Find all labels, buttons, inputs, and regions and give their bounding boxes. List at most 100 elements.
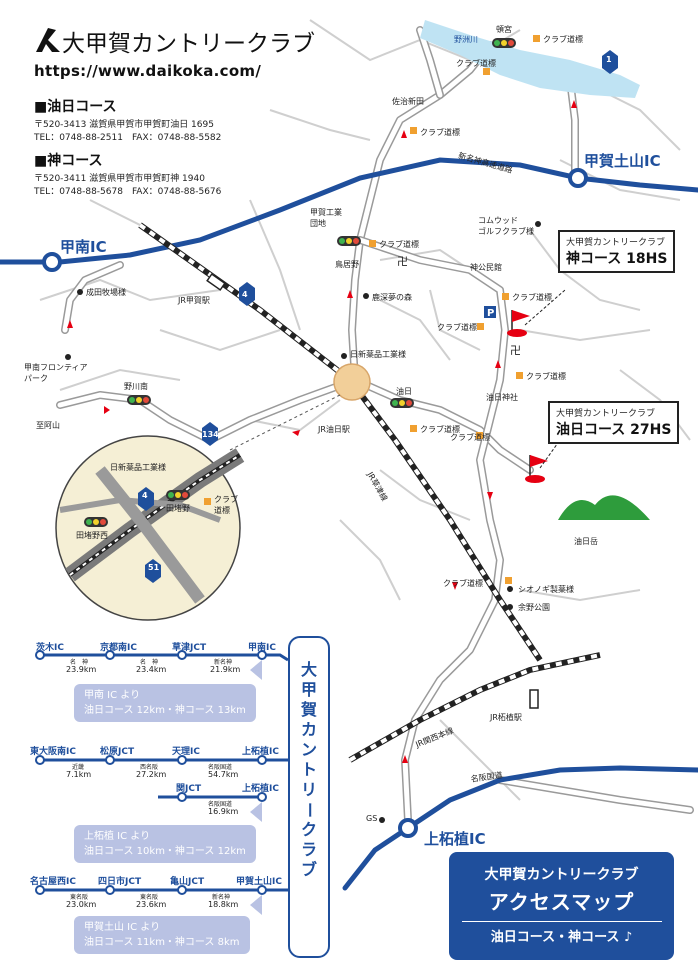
route1-road-1: 名 神 bbox=[140, 659, 159, 666]
label-rokujimu: 鹿深夢の森 bbox=[372, 293, 412, 302]
club-sign-label-5: クラブ道標 bbox=[512, 293, 552, 302]
inset-route4-text: 4 bbox=[142, 491, 148, 500]
route134-text: 134 bbox=[202, 430, 219, 439]
inset-label-nisshin: 日新薬品工業様 bbox=[110, 463, 166, 472]
vertical-char: ラ bbox=[300, 840, 317, 859]
route2b-point-0: 関JCT bbox=[176, 784, 202, 794]
course-aburahi-address: 〒520-3413 滋賀県甲賀市甲賀町油日 1695 bbox=[34, 120, 214, 130]
route3-road-0: 東名阪 bbox=[70, 894, 89, 901]
route3-road-2: 新名神 bbox=[212, 894, 231, 901]
club-sign-label-2: クラブ道標 bbox=[456, 59, 496, 68]
label-narita: 成田牧場様 bbox=[86, 288, 126, 297]
svg-text:P: P bbox=[487, 308, 494, 319]
route-arrows bbox=[67, 100, 577, 763]
route3-point-0: 名古屋西IC bbox=[30, 877, 76, 887]
route4-text: 4 bbox=[242, 290, 248, 299]
route3-point-1: 四日市JCT bbox=[98, 877, 142, 887]
inset-route51-text: 51 bbox=[148, 563, 160, 572]
panel-courses: 油日コース・神コース ♪ bbox=[490, 930, 633, 945]
callout-kami-club: 大甲賀カントリークラブ bbox=[566, 238, 666, 248]
route3-dist-0: 23.0km bbox=[66, 900, 97, 909]
route2-dist-0: 7.1km bbox=[66, 770, 92, 779]
route3-dist-2: 18.8km bbox=[208, 900, 239, 909]
brand-name: 大甲賀カントリークラブ bbox=[62, 31, 315, 57]
minor-roads bbox=[39, 19, 691, 801]
label-shionogi: シオノギ製薬様 bbox=[518, 585, 574, 594]
expressway bbox=[0, 157, 698, 891]
callout-abura-name: 油日コース 27HS bbox=[556, 422, 672, 438]
inset-label-club: クラブ 道標 bbox=[214, 495, 238, 515]
panel-club-name: 大甲賀カントリークラブ bbox=[484, 867, 639, 883]
jr-tsuge-station bbox=[529, 689, 539, 709]
vertical-char: 大 bbox=[300, 660, 317, 679]
panel-title: アクセスマップ bbox=[488, 890, 635, 914]
club-sign-label-6: クラブ道標 bbox=[437, 323, 477, 332]
ic-markers bbox=[42, 168, 588, 838]
vertical-char: ブ bbox=[300, 860, 317, 879]
inset-label-tasakano: 田堵野 bbox=[166, 504, 190, 513]
club-sign-label-3: クラブ道標 bbox=[420, 128, 460, 137]
vertical-char: ク bbox=[300, 820, 317, 839]
club-sign-label-4: クラブ道標 bbox=[379, 240, 419, 249]
konan-ic-label: 甲南IC bbox=[60, 238, 107, 256]
label-aburadake: 油日岳 bbox=[574, 537, 598, 546]
course-kami-tel: TEL：0748-88-5678 FAX：0748-88-5676 bbox=[34, 187, 222, 197]
callout-kami-course: 大甲賀カントリークラブ 神コース 18HS bbox=[558, 230, 676, 273]
route2b-point-1: 上柘植IC bbox=[242, 784, 279, 794]
club-sign-label-1: クラブ道標 bbox=[543, 35, 583, 44]
website-url[interactable]: https://www.daikoka.com/ bbox=[34, 62, 262, 80]
route1-road-0: 名 神 bbox=[70, 659, 89, 666]
label-aburahi-shrine: 油日神社 bbox=[486, 393, 518, 402]
route2-point-3: 上柘植IC bbox=[242, 747, 279, 757]
vertical-char: ン bbox=[300, 740, 317, 759]
inset-label-tasakanonishi: 田堵野西 bbox=[76, 531, 108, 540]
label-toriino: 鳥居野 bbox=[335, 260, 359, 269]
route1-text: 1 bbox=[606, 55, 612, 64]
label-konan-frontier: 甲南フロンティア パーク bbox=[24, 363, 88, 383]
brand-logo-mark bbox=[36, 28, 60, 52]
aburadake-mountain bbox=[558, 495, 650, 520]
route1-note: 甲南 IC より 油日コース 12km・神コース 13km bbox=[74, 684, 256, 722]
route2-point-2: 天理IC bbox=[172, 747, 200, 757]
svg-text:卍: 卍 bbox=[397, 255, 408, 268]
club-sign-label-10: クラブ道標 bbox=[443, 579, 483, 588]
route3-dist-1: 23.6km bbox=[136, 900, 167, 909]
label-river: 野洲川 bbox=[454, 35, 478, 44]
route1-point-2: 草津JCT bbox=[172, 643, 207, 653]
inset-map bbox=[55, 435, 245, 621]
route2-road-1: 西名阪 bbox=[140, 764, 159, 771]
golf-flags bbox=[507, 310, 548, 483]
label-sajishinden: 佐治新田 bbox=[392, 97, 424, 106]
svg-text:卍: 卍 bbox=[510, 344, 521, 357]
club-sign-markers bbox=[204, 35, 540, 584]
yasu-river bbox=[420, 20, 640, 98]
route-shields bbox=[138, 50, 618, 583]
traffic-lights bbox=[84, 38, 516, 527]
callout-kami-name: 神コース 18HS bbox=[566, 251, 668, 267]
label-jr-aburahi: JR油日駅 bbox=[318, 425, 350, 434]
label-nogawaminami: 野川南 bbox=[124, 382, 148, 391]
route2-road-0: 近畿 bbox=[72, 764, 85, 771]
club-sign-label-9: クラブ道標 bbox=[450, 433, 490, 442]
label-koka-kogyo: 甲賀工業 団地 bbox=[310, 208, 342, 228]
route2b-dist-0: 16.9km bbox=[208, 807, 239, 816]
callout-abura-club: 大甲賀カントリークラブ bbox=[556, 409, 656, 419]
club-sign-label-7: クラブ道標 bbox=[526, 372, 566, 381]
vertical-char: ト bbox=[300, 760, 317, 779]
label-jr-koka: JR甲賀駅 bbox=[178, 296, 210, 305]
route2-point-1: 松原JCT bbox=[100, 747, 135, 757]
parking-icon bbox=[484, 306, 496, 318]
vertical-char: 甲 bbox=[300, 680, 317, 699]
label-kamimin: 神公民館 bbox=[470, 263, 502, 272]
main-roads bbox=[56, 26, 694, 824]
label-comwood: コムウッド ゴルフクラブ様 bbox=[478, 216, 534, 236]
route2-point-0: 東大阪南IC bbox=[30, 747, 76, 757]
kamitsuge-ic-label: 上柘植IC bbox=[424, 830, 486, 848]
route2-dist-2: 54.7km bbox=[208, 770, 239, 779]
course-kami-heading: ■神コース bbox=[34, 153, 103, 169]
label-gs: GS bbox=[366, 814, 378, 823]
vertical-char: ー bbox=[300, 801, 319, 818]
label-nisshin: 日新薬品工業様 bbox=[350, 350, 406, 359]
vertical-club-text: 大甲賀カントリークラブ bbox=[290, 660, 328, 880]
